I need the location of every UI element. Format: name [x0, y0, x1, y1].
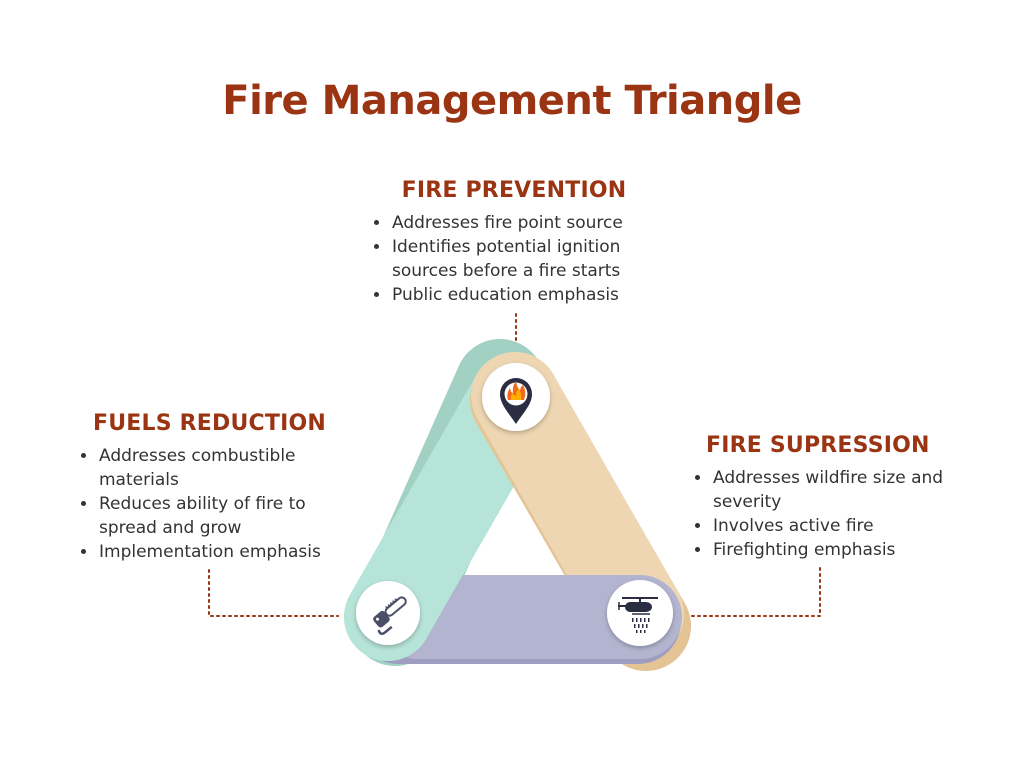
list-item: Implementation emphasis [98, 540, 357, 564]
fire-prevention-list: Addresses fire point source Identifies p… [370, 211, 670, 307]
suppression-connector [689, 567, 821, 617]
fire-location-pin-icon [500, 378, 532, 424]
fire-prevention-section: FIRE PREVENTION Addresses fire point sou… [370, 177, 670, 307]
prevention-icon-badge [482, 363, 550, 431]
fuels-icon-badge [356, 581, 420, 645]
list-item: Addresses wildfire size and severity [712, 466, 981, 514]
fuels-reduction-heading: FUELS REDUCTION [93, 411, 326, 436]
fire-prevention-heading: FIRE PREVENTION [401, 178, 627, 203]
fire-suppression-heading: FIRE SUPRESSION [706, 433, 930, 458]
suppression-icon-badge [607, 580, 673, 646]
list-item: Identifies potential ignition sources be… [391, 235, 670, 283]
list-item: Involves active fire [712, 514, 981, 538]
list-item: Reduces ability of fire to spread and gr… [98, 492, 357, 540]
list-item: Addresses fire point source [391, 211, 670, 235]
list-item: Firefighting emphasis [712, 538, 981, 562]
fuels-reduction-list: Addresses combustible materials Reduces … [77, 444, 357, 564]
fuels-reduction-section: FUELS REDUCTION Addresses combustible ma… [77, 410, 357, 564]
helicopter-water-drop-icon [618, 597, 658, 633]
fire-suppression-section: FIRE SUPRESSION Addresses wildfire size … [691, 432, 981, 562]
fire-suppression-list: Addresses wildfire size and severity Inv… [691, 466, 981, 562]
chainsaw-icon [373, 596, 407, 636]
fuels-connector [208, 569, 339, 617]
list-item: Public education emphasis [391, 283, 670, 307]
page-title: Fire Management Triangle [222, 78, 802, 124]
list-item: Addresses combustible materials [98, 444, 357, 492]
